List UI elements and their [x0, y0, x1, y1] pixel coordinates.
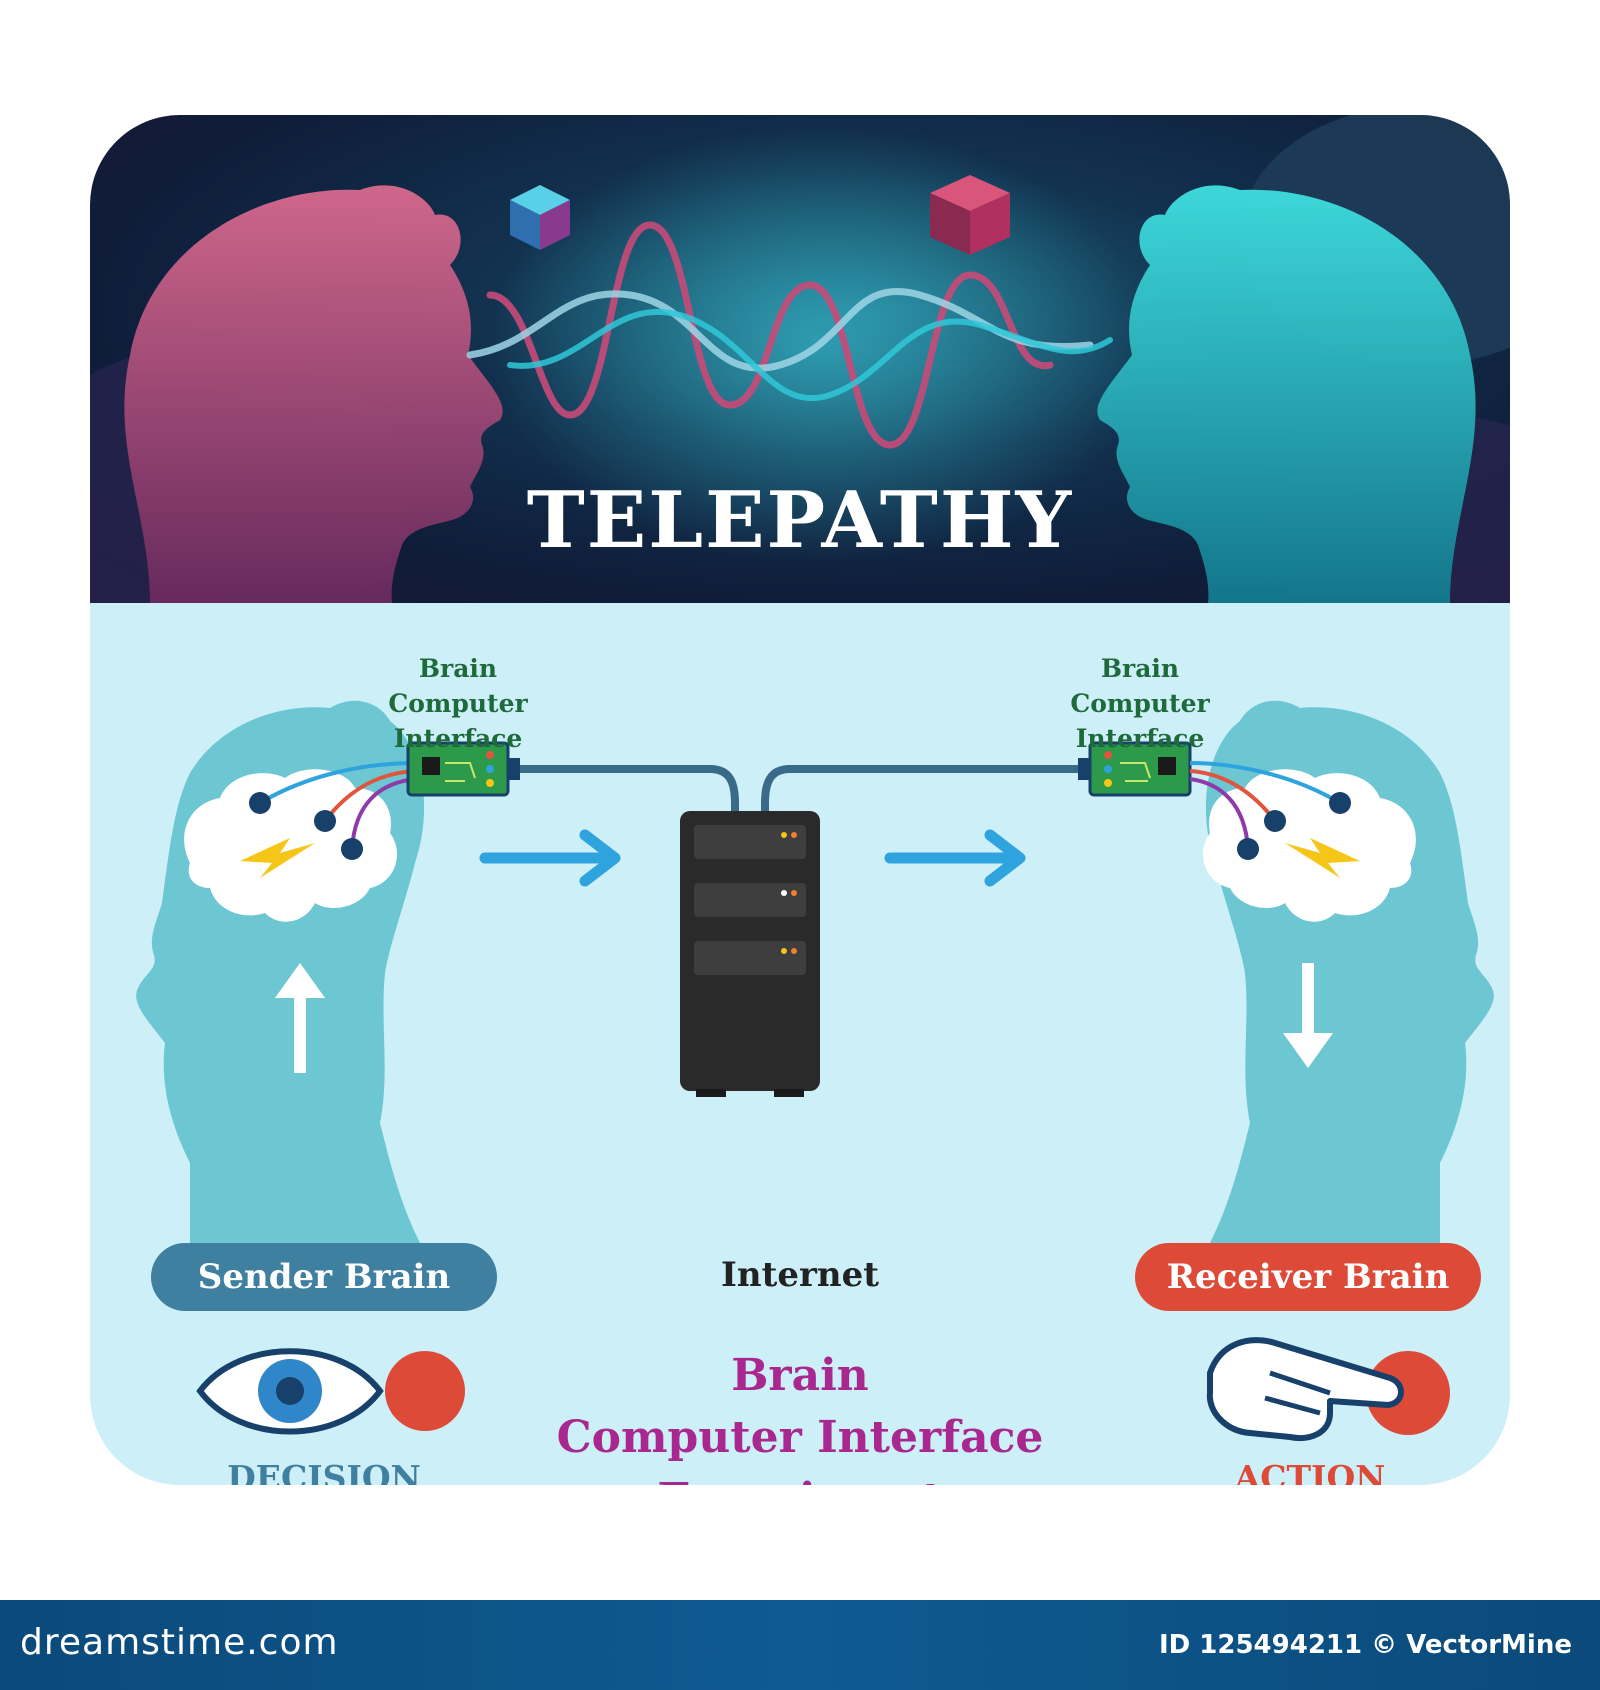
brain-wave	[507, 308, 1113, 402]
down-arrow-head	[1283, 1033, 1333, 1068]
wire	[1189, 761, 1342, 805]
electrode	[1264, 810, 1286, 832]
action-label: ACTION	[1234, 1458, 1386, 1485]
bci-diagram	[136, 700, 1494, 1441]
electrode	[1237, 838, 1259, 860]
wire	[350, 777, 416, 850]
sender-lightning-icon	[240, 838, 315, 878]
bci-diagram-panel: Brain Computer Interface Brain Computer …	[90, 603, 1510, 1485]
experiment-title-line2: Computer Interface	[556, 1412, 1044, 1463]
bci-label-left: Brain Computer Interface	[358, 651, 558, 756]
right-arrow-icon	[884, 829, 1026, 887]
bci-label-right-line1: Brain	[1100, 654, 1180, 683]
bci-label-left-line2: Computer	[388, 689, 528, 718]
sender-brain	[184, 769, 398, 922]
eye-icon	[196, 1348, 384, 1435]
experiment-title-line1: Brain	[731, 1350, 869, 1401]
bci-chip-right	[1078, 741, 1192, 797]
footer-image-id: ID 125494211 © VectorMine	[1158, 1630, 1572, 1660]
brain-wave	[486, 221, 1054, 449]
internet-label: Internet	[721, 1255, 879, 1295]
electrode	[314, 810, 336, 832]
sender-brain-label: Sender Brain	[151, 1243, 497, 1311]
wire	[1189, 769, 1277, 823]
electrode	[341, 838, 363, 860]
infographic-card: TELEPATHY	[90, 115, 1510, 1485]
bci-label-left-line1: Brain	[418, 654, 498, 683]
telepathy-banner: TELEPATHY	[90, 115, 1510, 603]
wire	[258, 761, 416, 805]
watermark-footer: dreamstime.com ID 125494211 © VectorMine	[0, 1600, 1600, 1690]
sender-head-silhouette	[124, 185, 503, 603]
receiver-brain	[1202, 769, 1416, 922]
pointing-hand-icon	[1206, 1337, 1404, 1441]
receiver-lightning-icon	[1285, 838, 1360, 878]
network-cable	[761, 765, 1078, 815]
bci-label-left-line3: Interface	[393, 724, 523, 753]
action-button-icon	[1366, 1351, 1450, 1435]
banner-illustration	[90, 115, 1510, 603]
floating-cube-red	[930, 175, 1010, 255]
decision-label: DECISION	[227, 1458, 421, 1485]
electrode	[249, 792, 271, 814]
electrode	[1329, 792, 1351, 814]
brain-wave	[466, 287, 1094, 372]
receiver-brain-label: Receiver Brain	[1135, 1243, 1481, 1311]
network-cable	[520, 765, 739, 815]
bci-label-right: Brain Computer Interface	[1040, 651, 1240, 756]
bci-chip-left	[406, 741, 520, 797]
experiment-title-line3: Experiment	[500, 1469, 1100, 1485]
telepathy-title: TELEPATHY	[526, 475, 1074, 566]
up-arrow-head	[275, 963, 325, 998]
bci-label-right-line2: Computer	[1070, 689, 1210, 718]
internet-server-icon	[680, 811, 820, 1097]
wire	[323, 769, 416, 823]
bci-label-right-line3: Interface	[1075, 724, 1205, 753]
floating-cube-blue	[510, 185, 570, 250]
footer-brand: dreamstime.com	[20, 1622, 339, 1663]
wire	[1189, 777, 1250, 850]
experiment-title: Brain Computer Interface Experiment	[500, 1345, 1100, 1485]
receiver-head-silhouette	[1097, 185, 1476, 603]
decision-button-icon	[385, 1351, 465, 1431]
right-arrow-icon	[479, 829, 621, 887]
